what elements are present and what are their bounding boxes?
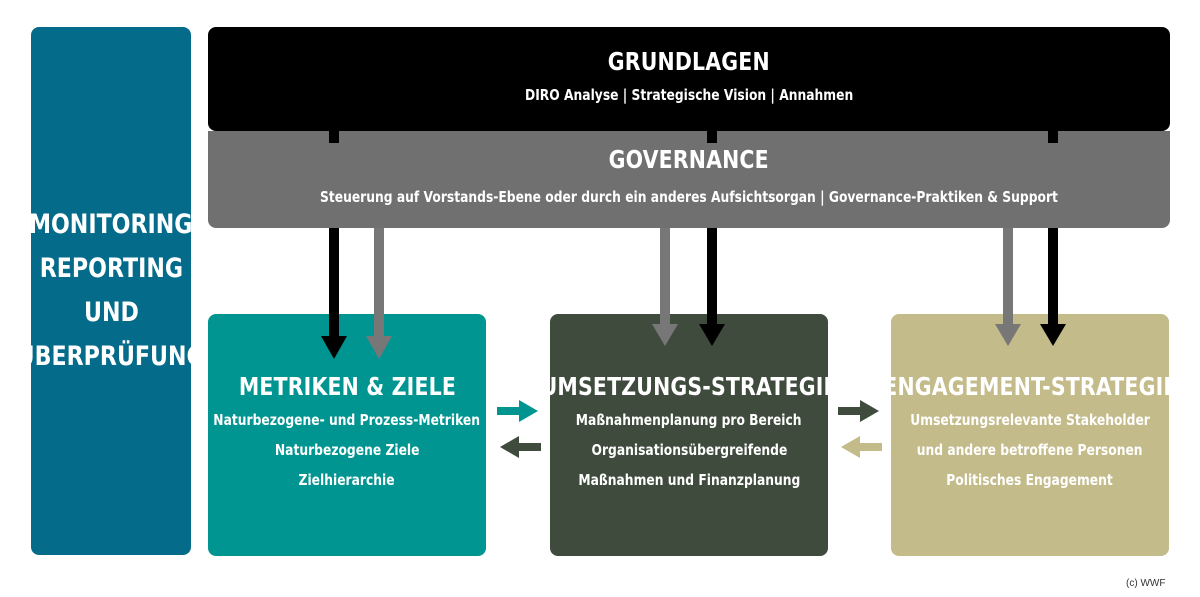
und-line: UND — [83, 297, 139, 328]
governance-subtitle: Steuerung auf Vorstands-Ebene oder durch… — [320, 188, 1058, 206]
grundlagen-box: GRUNDLAGEN DIRO Analyse | Strategische V… — [208, 27, 1170, 131]
arrow-grundlagen-to-umsetzung — [699, 228, 725, 346]
arrow-governance-to-metriken — [366, 228, 392, 359]
umsetzung-title: UMSETZUNGS-STRATEGIE — [540, 372, 838, 401]
governance-title: GOVERNANCE — [608, 145, 770, 174]
metriken-title: METRIKEN & ZIELE — [238, 372, 456, 401]
arrow-governance-to-engagement — [995, 228, 1021, 346]
connector-stub-umsetzung — [707, 131, 717, 143]
metriken-line-3: Zielhierarchie — [298, 471, 396, 489]
reporting-line: REPORTING — [39, 253, 183, 284]
arrow-metriken-to-umsetzung — [497, 400, 538, 422]
grundlagen-subtitle: DIRO Analyse | Strategische Vision | Ann… — [524, 86, 854, 104]
metriken-line-2: Naturbezogene Ziele — [274, 441, 420, 459]
arrow-umsetzung-to-metriken — [500, 436, 541, 458]
monitoring-panel: MONITORING REPORTING UND ÜBERPRÜFUNG — [17, 27, 205, 555]
engagement-line-1: Umsetzungsrelevante Stakeholder — [910, 411, 1150, 429]
governance-box: GOVERNANCE Steuerung auf Vorstands-Ebene… — [208, 131, 1170, 228]
connector-stub-engagement — [1048, 131, 1058, 143]
umsetzung-line-2: Organisationsübergreifende — [591, 441, 787, 459]
grundlagen-title: GRUNDLAGEN — [607, 47, 770, 76]
monitoring-line: MONITORING — [29, 209, 193, 240]
engagement-box: ENGAGEMENT-STRATEGIE Umsetzungsrelevante… — [883, 314, 1177, 556]
metriken-line-1: Naturbezogene- und Prozess-Metriken — [213, 411, 481, 429]
connector-stub-metriken — [329, 131, 339, 143]
arrow-grundlagen-to-metriken — [321, 228, 347, 359]
engagement-line-2: und andere betroffene Personen — [917, 441, 1143, 459]
ueberpruefung-line: ÜBERPRÜFUNG — [16, 341, 206, 372]
umsetzung-line-1: Maßnahmenplanung pro Bereich — [576, 411, 802, 429]
arrow-governance-to-umsetzung — [652, 228, 678, 346]
arrow-grundlagen-to-engagement — [1040, 228, 1066, 346]
arrow-umsetzung-to-engagement — [838, 400, 879, 422]
engagement-title: ENGAGEMENT-STRATEGIE — [882, 372, 1178, 401]
arrow-engagement-to-umsetzung — [841, 436, 882, 458]
engagement-line-3: Politisches Engagement — [946, 471, 1114, 489]
umsetzung-line-3: Maßnahmen und Finanzplanung — [578, 471, 800, 489]
metriken-box: METRIKEN & ZIELE Naturbezogene- und Proz… — [208, 314, 486, 556]
umsetzung-box: UMSETZUNGS-STRATEGIE Maßnahmenplanung pr… — [540, 314, 837, 556]
copyright-text: (c) WWF — [1126, 578, 1166, 589]
